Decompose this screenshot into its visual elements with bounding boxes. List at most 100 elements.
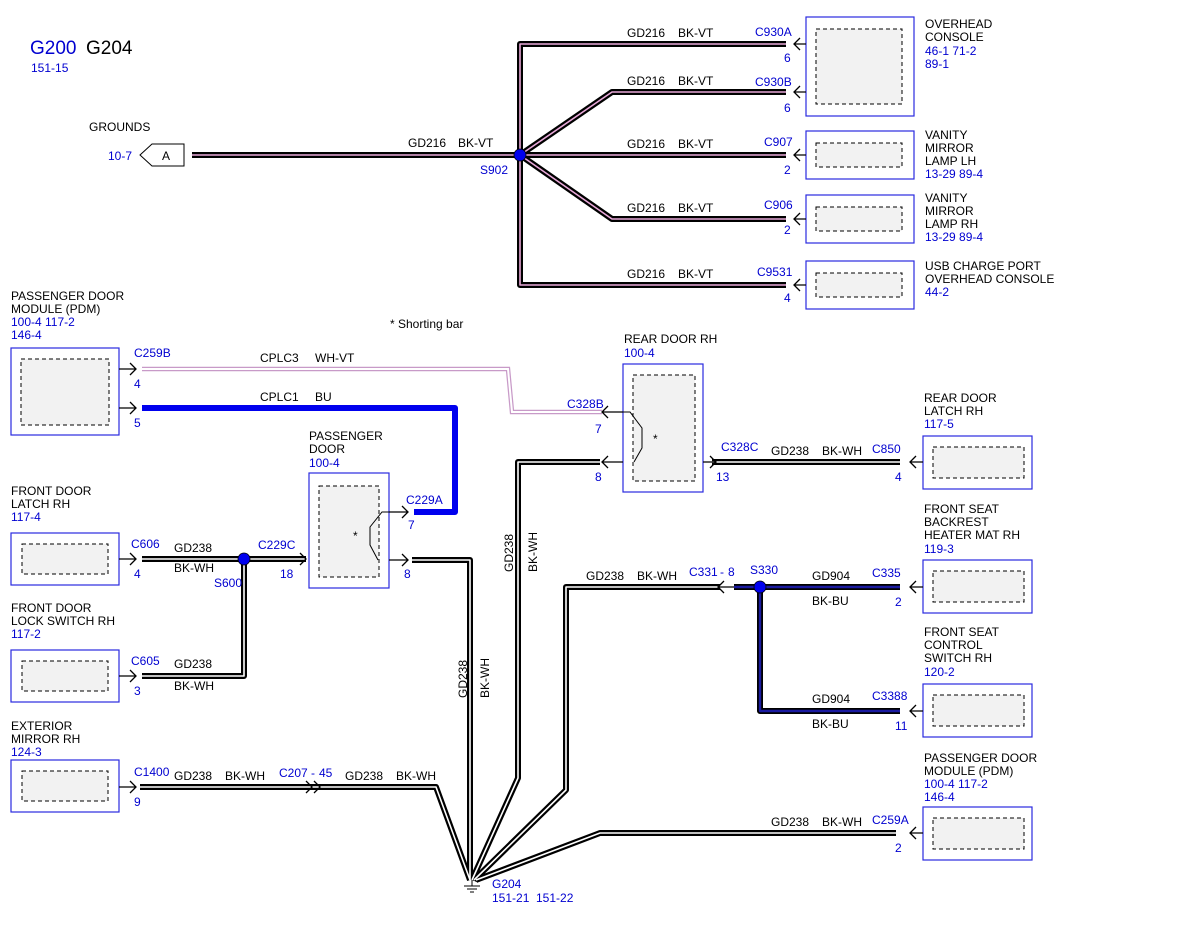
grounds-ref: 10-7 xyxy=(108,149,132,163)
shorting-bar-note: * Shorting bar xyxy=(390,317,463,331)
c605-label: C605 xyxy=(131,654,160,668)
front-seat-backrest-ref: 119-3 xyxy=(924,542,954,556)
c328b-pin-7: 7 xyxy=(595,422,602,436)
wire-whvt-label: WH-VT xyxy=(315,351,355,365)
front-door-lock-name-1: FRONT DOOR xyxy=(11,601,92,615)
c605-pin: 3 xyxy=(134,684,141,698)
pdm-left-ref-1: 100-4 117-2 xyxy=(11,315,75,329)
pdm-right-name-2: MODULE (PDM) xyxy=(924,764,1013,778)
wire-cplc3-label: CPLC3 xyxy=(260,351,299,365)
pdm-right-name-1: PASSENGER DOOR xyxy=(924,751,1037,765)
usb-port-ref: 44-2 xyxy=(925,285,949,299)
g204-ground: G204 151-21 151-22 xyxy=(464,877,574,905)
vanity-rh-name-2: MIRROR xyxy=(925,204,974,218)
c259a-label: C259A xyxy=(872,813,909,827)
wire-bkwh-label-c207: BK-WH xyxy=(396,769,436,783)
c229a-pin: 7 xyxy=(408,518,415,532)
grounds-connector: A GROUNDS 10-7 xyxy=(89,120,185,167)
cplc3-wire xyxy=(142,366,602,415)
wire-c1400-to-g204 xyxy=(140,784,473,882)
c207-label: C207 xyxy=(279,766,308,780)
wire-bkwh-label-c331: BK-WH xyxy=(637,569,677,583)
wire-bkbu-label-c3388: BK-BU xyxy=(812,717,849,731)
cplc1-wire xyxy=(142,405,458,515)
wire-bkvt-label-c9531: BK-VT xyxy=(678,267,714,281)
front-seat-backrest-name-1: FRONT SEAT xyxy=(924,502,1000,516)
front-seat-control-ref: 120-2 xyxy=(924,665,955,679)
wire-bkbu-label-c335: BK-BU xyxy=(812,594,849,608)
c3388-pin: 11 xyxy=(895,719,908,733)
grounds-label: GROUNDS xyxy=(89,120,150,134)
c930a-label: C930A xyxy=(755,25,792,39)
exterior-mirror-ref: 124-3 xyxy=(11,745,42,759)
wire-gd216-label-c907: GD216 xyxy=(627,137,665,151)
c850-label: C850 xyxy=(872,442,901,456)
passenger-door-name-2: DOOR xyxy=(309,442,345,456)
component-rear-door-rh: * REAR DOOR RH 100-4 xyxy=(622,332,717,493)
component-front-door-lock: FRONT DOOR LOCK SWITCH RH 117-2 xyxy=(10,601,120,703)
component-usb-port: USB CHARGE PORT OVERHEAD CONSOLE 44-2 xyxy=(805,259,1054,310)
c907-label: C907 xyxy=(764,135,793,149)
grounds-tag xyxy=(139,143,185,167)
c930b-label: C930B xyxy=(755,75,792,89)
front-seat-control-name-1: FRONT SEAT xyxy=(924,625,1000,639)
pdm-left-name-2: MODULE (PDM) xyxy=(11,302,100,316)
c331-pin: 8 xyxy=(728,565,735,579)
component-passenger-door: * PASSENGER DOOR 100-4 xyxy=(308,429,392,589)
splice-points: S902 S600 S330 xyxy=(214,148,778,594)
front-door-latch-ref: 117-4 xyxy=(11,510,41,524)
wire-bkvt-label-main: BK-VT xyxy=(458,136,494,150)
wire-gd216-label-c906: GD216 xyxy=(627,201,665,215)
c259b-label: C259B xyxy=(134,346,171,360)
c229c-pin: 18 xyxy=(280,567,294,581)
c335-pin: 2 xyxy=(895,595,902,609)
wire-bkvt-label-c907: BK-VT xyxy=(678,137,714,151)
splice-s600-label: S600 xyxy=(214,576,242,590)
wire-bkvt-label-c906: BK-VT xyxy=(678,201,714,215)
wire-bkvt-label-c930a: BK-VT xyxy=(678,26,714,40)
wire-gd238-label-c328c: GD238 xyxy=(771,444,809,458)
wire-bkvt-label-c930b: BK-VT xyxy=(678,74,714,88)
vanity-lh-name-1: VANITY xyxy=(925,128,967,142)
front-seat-control-name-2: CONTROL xyxy=(924,638,983,652)
wire-gd216-label-main: GD216 xyxy=(408,136,446,150)
vanity-lh-name-3: LAMP LH xyxy=(925,154,976,168)
c229a-label: C229A xyxy=(406,493,443,507)
wire-gd216-label-c930a: GD216 xyxy=(627,26,665,40)
splice-s902-label: S902 xyxy=(480,163,508,177)
wire-bkwh-label-vert-1: BK-WH xyxy=(478,658,492,698)
wire-bkwh-label-c606: BK-WH xyxy=(174,561,214,575)
g204-ref2: 151-22 xyxy=(536,891,574,905)
pdm-left-ref-2: 146-4 xyxy=(11,328,42,342)
passenger-door-shorting-bar xyxy=(369,511,392,561)
c906-pin: 2 xyxy=(784,223,791,237)
c850-pin: 4 xyxy=(895,470,902,484)
connector-labels: C930A 6 C930B 6 C907 2 C906 2 C9531 4 C2… xyxy=(131,25,909,855)
overhead-console-name-1: OVERHEAD xyxy=(925,17,993,31)
wire-gd238-label-c331: GD238 xyxy=(586,569,624,583)
gd216-wires xyxy=(192,41,786,288)
pdm-left-name-1: PASSENGER DOOR xyxy=(11,289,124,303)
component-front-door-latch: FRONT DOOR LATCH RH 117-4 xyxy=(10,484,120,586)
wire-gd216-label-c9531: GD216 xyxy=(627,267,665,281)
rear-door-asterisk: * xyxy=(653,432,658,446)
c331-dash: - xyxy=(720,565,724,579)
passenger-door-asterisk: * xyxy=(353,529,358,543)
wire-gd238-label-c605: GD238 xyxy=(174,657,212,671)
vanity-lh-ref: 13-29 89-4 xyxy=(925,167,983,181)
c9531-pin: 4 xyxy=(784,291,791,305)
component-overhead-console: OVERHEAD CONSOLE 46-1 71-2 89-1 xyxy=(805,16,993,117)
front-door-lock-ref: 117-2 xyxy=(11,627,41,641)
wire-bkwh-label-vert-2: BK-WH xyxy=(526,532,540,572)
c328c-pin: 13 xyxy=(716,470,730,484)
passenger-door-ref: 100-4 xyxy=(309,456,340,470)
g204-label: G204 xyxy=(492,877,522,891)
overhead-console-ref-1: 46-1 71-2 xyxy=(925,44,977,58)
title-ref: 151-15 xyxy=(31,61,69,75)
wire-gd238-label-c1400: GD238 xyxy=(174,769,212,783)
front-door-latch-name-2: LATCH RH xyxy=(11,497,70,511)
wire-cplc1-label: CPLC1 xyxy=(260,390,299,404)
component-front-seat-control: FRONT SEAT CONTROL SWITCH RH 120-2 xyxy=(922,625,1033,738)
c930a-pin: 6 xyxy=(784,51,791,65)
